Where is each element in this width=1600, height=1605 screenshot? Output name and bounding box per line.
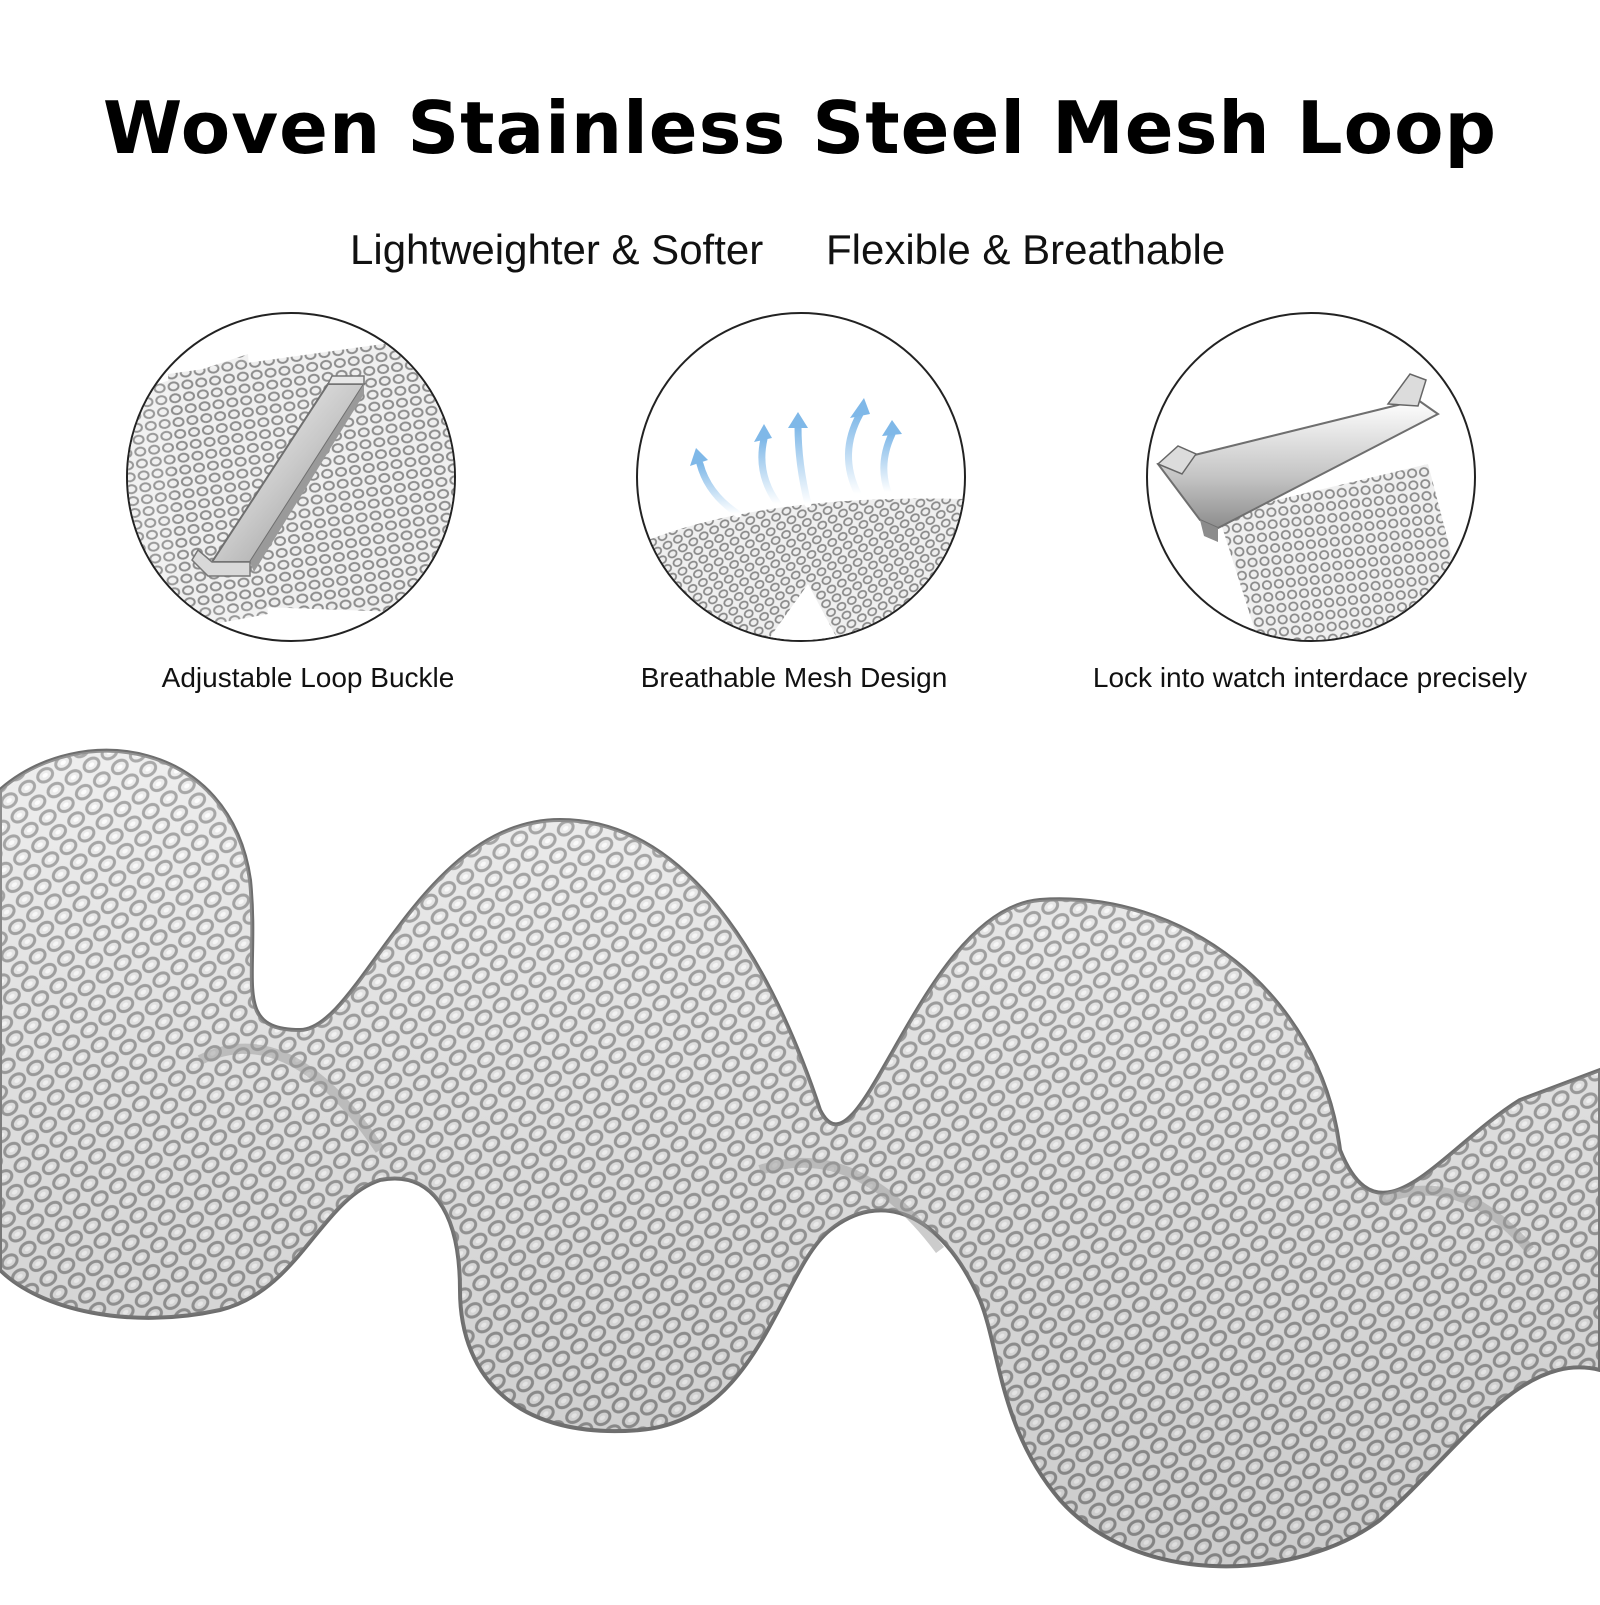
feature-buckle [126,312,456,642]
subheadline: Lightweighter & Softer Flexible & Breath… [0,226,1600,276]
page-title: Woven Stainless Steel Mesh Loop [102,86,1498,170]
airflow-arrows-icon [636,312,966,642]
feature-connector [1146,312,1476,642]
loop-buckle-icon [126,312,456,642]
feature-breathable [636,312,966,642]
subheadline-right: Flexible & Breathable [826,226,1226,273]
subheadline-left: Lightweighter & Softer [350,226,764,273]
feature-caption-breathable: Breathable Mesh Design [640,662,948,693]
feature-caption-buckle: Adjustable Loop Buckle [161,662,455,693]
feature-caption-connector: Lock into watch interdace precisely [1092,662,1528,693]
mesh-strap-image [0,730,1600,1600]
watch-connector-icon [1146,312,1476,642]
